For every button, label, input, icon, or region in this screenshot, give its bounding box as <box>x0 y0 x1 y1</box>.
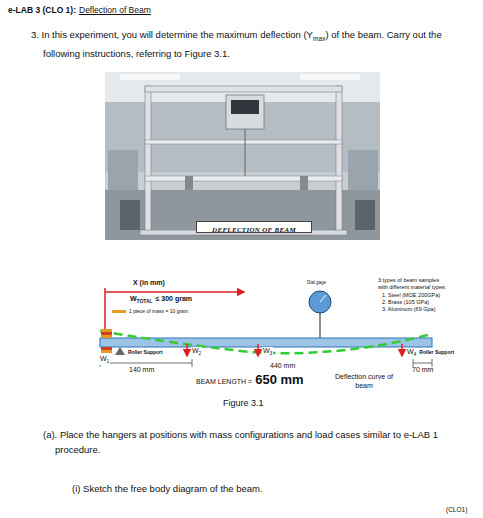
label-text: ≤ 300 gram <box>155 295 192 302</box>
text-line: 3. In this experiment, you will determin… <box>31 27 475 61</box>
text-line: Dial gage <box>307 280 326 285</box>
title-banner: DEFLECTION OF BEAM <box>196 221 312 233</box>
label-text: 440 mm <box>270 362 295 369</box>
text-line: Roller Support <box>127 349 164 355</box>
text-line: Deflection curve of beam <box>333 373 395 390</box>
text-line: X (in mm) <box>133 279 165 287</box>
text-line: 440 mm <box>270 362 295 370</box>
label-text: 1 <box>107 359 110 364</box>
mass-hanger <box>101 329 112 353</box>
label-text: 2 <box>199 351 202 356</box>
label-text: max <box>313 35 326 42</box>
legend-text: 1 piece of mass = 10 gram <box>129 308 188 314</box>
label-text: 140 mm <box>129 366 154 373</box>
lab-photo <box>105 72 380 240</box>
label-text: Roller Support <box>128 349 163 355</box>
label-text: 3 types of beam samples with different m… <box>378 277 446 290</box>
label-text: W <box>100 355 107 362</box>
banner-text: DEFLECTION OF BEAM <box>212 226 296 234</box>
label-text: 3. In this experiment, you will determin… <box>31 29 313 40</box>
text-line: (i) Sketch the free body diagram of the … <box>72 483 263 494</box>
label-text: Deflection curve of beam <box>335 373 393 389</box>
text-line: 3. Aluminum (69 Gpa) <box>382 306 436 313</box>
label-text: 3. Aluminum (69 Gpa) <box>382 306 436 312</box>
beam-diagram <box>100 288 432 367</box>
label-text: 650 mm <box>255 372 303 387</box>
label-text: e-LAB 3 (CLO 1): <box>8 5 76 15</box>
text-line: 70 mm <box>412 366 433 374</box>
text-line: 1. Steel (MOE 200GPa) <box>382 292 440 299</box>
text-line: W3 <box>262 347 273 357</box>
label-text: Deflection of Beam <box>79 5 151 15</box>
caption-text: Figure 3.1 <box>223 398 264 408</box>
text-line: (CLO1) <box>446 506 467 514</box>
text-line: 2. Brass (105 GPa) <box>382 299 429 306</box>
label-text: W <box>130 295 137 302</box>
label-text: (i) Sketch the free body diagram of the … <box>72 483 263 494</box>
legend-swatch <box>112 310 126 313</box>
label-text: (CLO1) <box>446 506 467 513</box>
label-text: TOTAL <box>137 299 153 304</box>
label-text: W <box>192 347 199 354</box>
text-line: e-LAB 3 (CLO 1):Deflection of Beam <box>8 5 151 15</box>
label-text: Dial gage <box>307 280 326 285</box>
label-text: W <box>263 347 270 354</box>
label-text: X (in mm) <box>133 279 165 286</box>
label-text: W <box>407 348 414 355</box>
text-line: W1 <box>99 355 110 365</box>
label-text: 4 <box>414 352 417 357</box>
legend-row: 1 piece of mass = 10 gram <box>112 308 188 314</box>
text-line: 140 mm <box>129 366 154 374</box>
text-line: WTOTAL≤ 300 gram <box>130 295 192 305</box>
label-text: 70 mm <box>412 366 433 373</box>
text-line: W2 <box>191 347 202 357</box>
label-text: (a). Place the hangers at positions with… <box>43 429 438 455</box>
text-line: BEAM LENGTH =650 mm <box>196 372 304 388</box>
text-line: W4Roller Support <box>406 348 455 358</box>
label-text: BEAM LENGTH = <box>196 378 252 385</box>
text-line: 3 types of beam samples with different m… <box>378 277 450 291</box>
label-text: 3 <box>270 351 273 356</box>
label-text: Roller Support <box>419 349 454 355</box>
text-line: (a). Place the hangers at positions with… <box>43 427 480 457</box>
label-text: 1. Steel (MOE 200GPa) <box>382 292 440 298</box>
label-text: 2. Brass (105 GPa) <box>382 299 429 305</box>
figure-caption: Figure 3.1 <box>223 398 264 409</box>
